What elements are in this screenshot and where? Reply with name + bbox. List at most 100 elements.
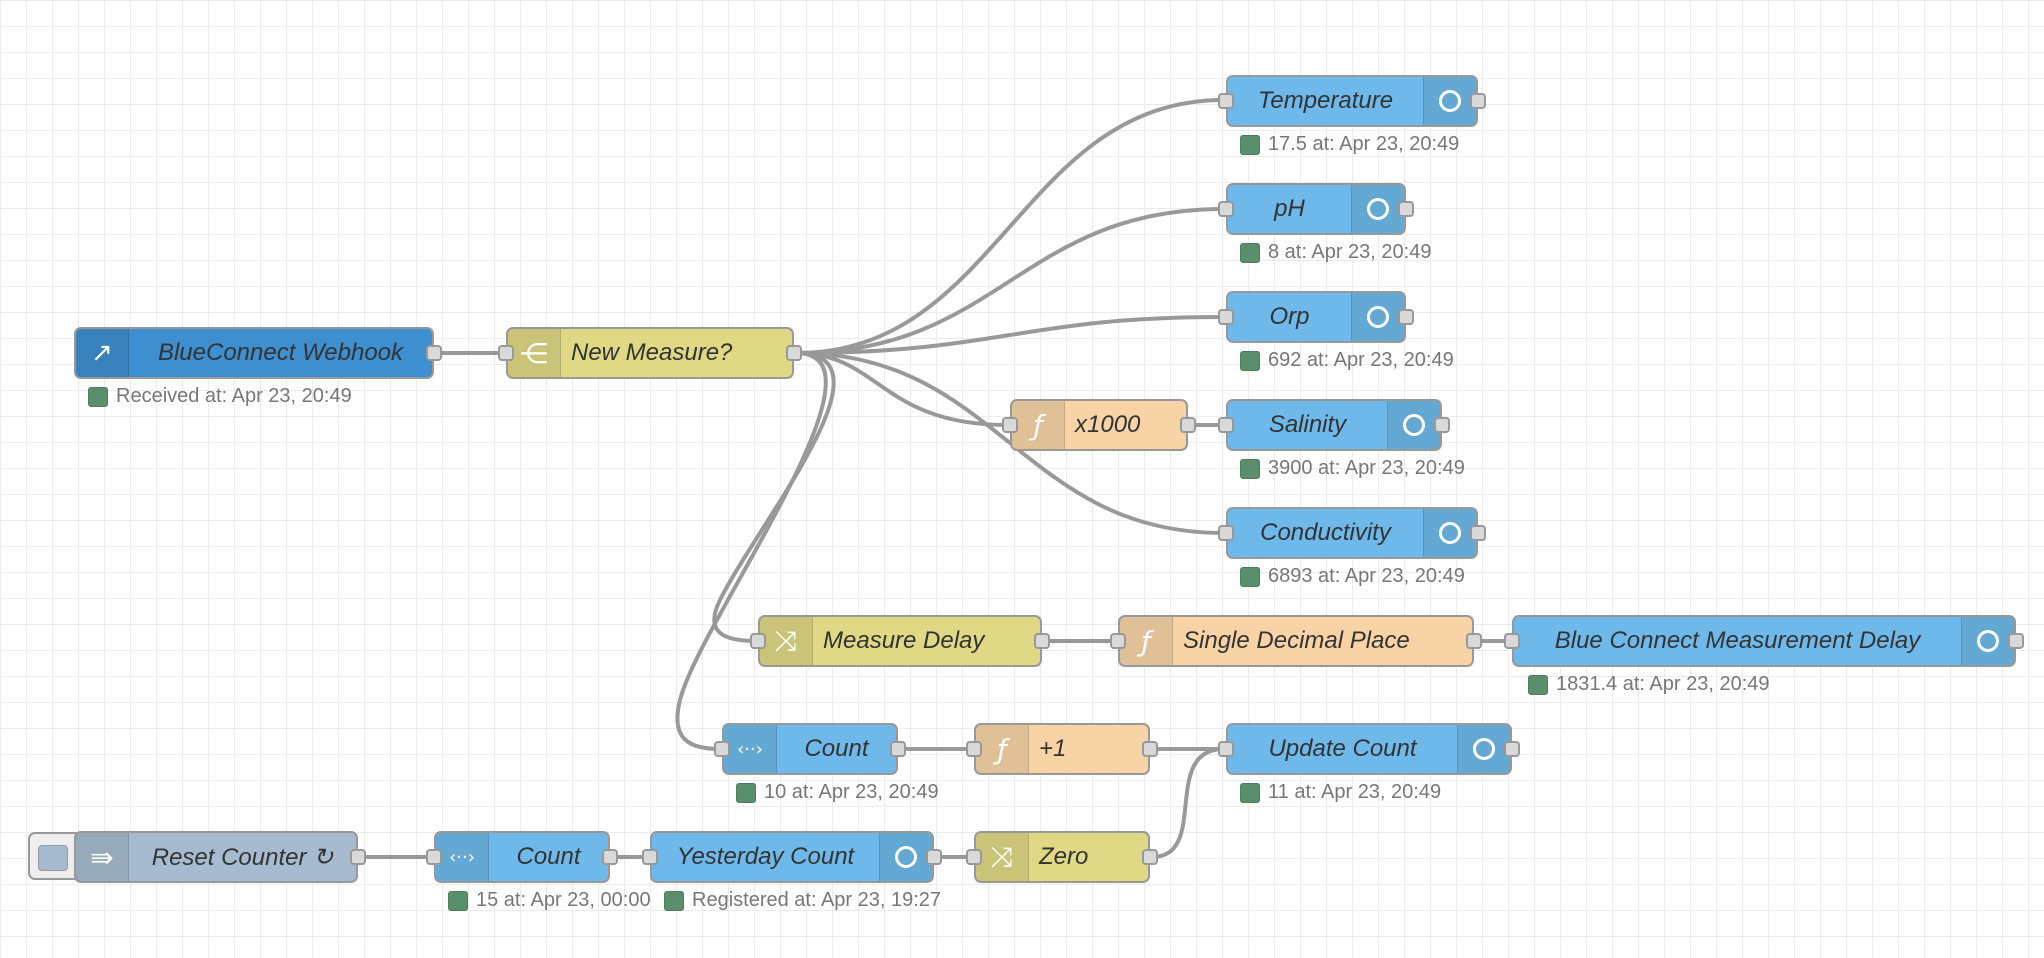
- flow-variable-icon: ‹··›: [436, 833, 489, 881]
- status-dot: [1240, 566, 1260, 587]
- node-label: Reset Counter ↻: [151, 843, 334, 871]
- input-port[interactable]: [1110, 633, 1126, 649]
- status-dot: [1240, 242, 1260, 263]
- status-text: 15 at: Apr 23, 00:00: [476, 889, 651, 911]
- status-text: Received at: Apr 23, 20:49: [116, 385, 352, 407]
- node-status: Received at: Apr 23, 20:49: [88, 385, 352, 408]
- input-port[interactable]: [1002, 417, 1018, 433]
- function-node-plus-one[interactable]: ƒ +1: [966, 723, 1158, 775]
- node-status: 15 at: Apr 23, 00:00: [448, 889, 651, 912]
- debug-toggle-button[interactable]: [1351, 185, 1404, 233]
- change-node-zero[interactable]: ⤨ Zero: [966, 831, 1158, 883]
- flow-variable-icon: ‹··›: [724, 725, 777, 773]
- input-port[interactable]: [1504, 633, 1520, 649]
- inject-node-reset-counter[interactable]: ⇛ Reset Counter ↻: [74, 831, 366, 883]
- switch-icon: ⋲: [508, 329, 561, 377]
- debug-node-yesterday-count[interactable]: Yesterday Count: [642, 831, 942, 883]
- input-port[interactable]: [426, 849, 442, 865]
- http-in-node-blueconnect-webhook[interactable]: ↗ BlueConnect Webhook: [74, 327, 442, 379]
- function-node-single-decimal-place[interactable]: ƒ Single Decimal Place: [1110, 615, 1482, 667]
- debug-node-temperature[interactable]: Temperature: [1218, 75, 1486, 127]
- debug-node-salinity[interactable]: Salinity: [1218, 399, 1450, 451]
- node-label: New Measure?: [571, 339, 733, 366]
- inject-arrow-icon: ⇛: [76, 833, 129, 881]
- debug-node-blue-connect-measurement-delay[interactable]: Blue Connect Measurement Delay: [1504, 615, 2024, 667]
- debug-toggle-button[interactable]: [1457, 725, 1510, 773]
- switch-node-new-measure[interactable]: ⋲ New Measure?: [498, 327, 802, 379]
- node-status: 17.5 at: Apr 23, 20:49: [1240, 133, 1459, 156]
- input-port[interactable]: [714, 741, 730, 757]
- debug-node-update-count[interactable]: Update Count: [1218, 723, 1520, 775]
- node-status: 3900 at: Apr 23, 20:49: [1240, 457, 1465, 480]
- node-status: 6893 at: Apr 23, 20:49: [1240, 565, 1465, 588]
- status-text: 6893 at: Apr 23, 20:49: [1268, 565, 1465, 587]
- debug-toggle-button[interactable]: [1423, 77, 1476, 125]
- output-port[interactable]: [890, 741, 906, 757]
- debug-toggle-button[interactable]: [1351, 293, 1404, 341]
- output-port[interactable]: [1142, 741, 1158, 757]
- output-port[interactable]: [350, 849, 366, 865]
- status-dot: [88, 386, 108, 407]
- output-port[interactable]: [2008, 633, 2024, 649]
- wire-zero-to-update-count: [1150, 747, 1226, 859]
- function-icon: ƒ: [1120, 617, 1173, 665]
- node-label: x1000: [1075, 411, 1141, 438]
- node-status: 11 at: Apr 23, 20:49: [1240, 781, 1441, 804]
- input-port[interactable]: [1218, 525, 1234, 541]
- debug-circle-icon: [1473, 738, 1495, 760]
- output-port[interactable]: [1142, 849, 1158, 865]
- input-port[interactable]: [498, 345, 514, 361]
- debug-node-orp[interactable]: Orp: [1218, 291, 1414, 343]
- debug-toggle-button[interactable]: [1387, 401, 1440, 449]
- debug-toggle-button[interactable]: [1961, 617, 2014, 665]
- output-port[interactable]: [426, 345, 442, 361]
- function-icon: ƒ: [976, 725, 1029, 773]
- input-port[interactable]: [1218, 309, 1234, 325]
- output-port[interactable]: [926, 849, 942, 865]
- output-port[interactable]: [1034, 633, 1050, 649]
- input-port[interactable]: [1218, 201, 1234, 217]
- debug-toggle-button[interactable]: [879, 833, 932, 881]
- wire-new-measure-to-measure-delay: [712, 351, 836, 643]
- input-port[interactable]: [966, 741, 982, 757]
- node-label: Update Count: [1268, 735, 1417, 762]
- input-port[interactable]: [750, 633, 766, 649]
- output-port[interactable]: [1180, 417, 1196, 433]
- debug-node-conductivity[interactable]: Conductivity: [1218, 507, 1486, 559]
- function-node-x1000[interactable]: ƒ x1000: [1002, 399, 1196, 451]
- debug-circle-icon: [1439, 522, 1461, 544]
- node-label: Temperature: [1257, 87, 1394, 114]
- output-port[interactable]: [786, 345, 802, 361]
- status-dot: [1240, 458, 1260, 479]
- debug-node-ph[interactable]: pH: [1218, 183, 1414, 235]
- status-text: 3900 at: Apr 23, 20:49: [1268, 457, 1465, 479]
- output-port[interactable]: [1398, 201, 1414, 217]
- status-text: 10 at: Apr 23, 20:49: [764, 781, 939, 803]
- status-dot: [1528, 674, 1548, 695]
- inject-trigger-button[interactable]: [28, 832, 82, 880]
- output-port[interactable]: [602, 849, 618, 865]
- flow-variable-node-count-bottom[interactable]: ‹··› Count: [426, 831, 618, 883]
- input-port[interactable]: [642, 849, 658, 865]
- node-label: Single Decimal Place: [1183, 627, 1410, 654]
- status-dot: [664, 890, 684, 911]
- node-status: 692 at: Apr 23, 20:49: [1240, 349, 1454, 372]
- output-port[interactable]: [1504, 741, 1520, 757]
- debug-toggle-button[interactable]: [1423, 509, 1476, 557]
- input-port[interactable]: [1218, 417, 1234, 433]
- output-port[interactable]: [1434, 417, 1450, 433]
- input-port[interactable]: [1218, 741, 1234, 757]
- inject-button-face: [38, 845, 68, 871]
- output-port[interactable]: [1470, 93, 1486, 109]
- change-node-measure-delay[interactable]: ⤨ Measure Delay: [750, 615, 1050, 667]
- wire-new-measure-to-ph: [794, 207, 1226, 355]
- output-port[interactable]: [1470, 525, 1486, 541]
- output-port[interactable]: [1466, 633, 1482, 649]
- output-port[interactable]: [1398, 309, 1414, 325]
- input-port[interactable]: [1218, 93, 1234, 109]
- input-port[interactable]: [966, 849, 982, 865]
- flow-variable-node-count[interactable]: ‹··› Count: [714, 723, 906, 775]
- node-label: Count: [804, 735, 869, 762]
- node-status: 10 at: Apr 23, 20:49: [736, 781, 939, 804]
